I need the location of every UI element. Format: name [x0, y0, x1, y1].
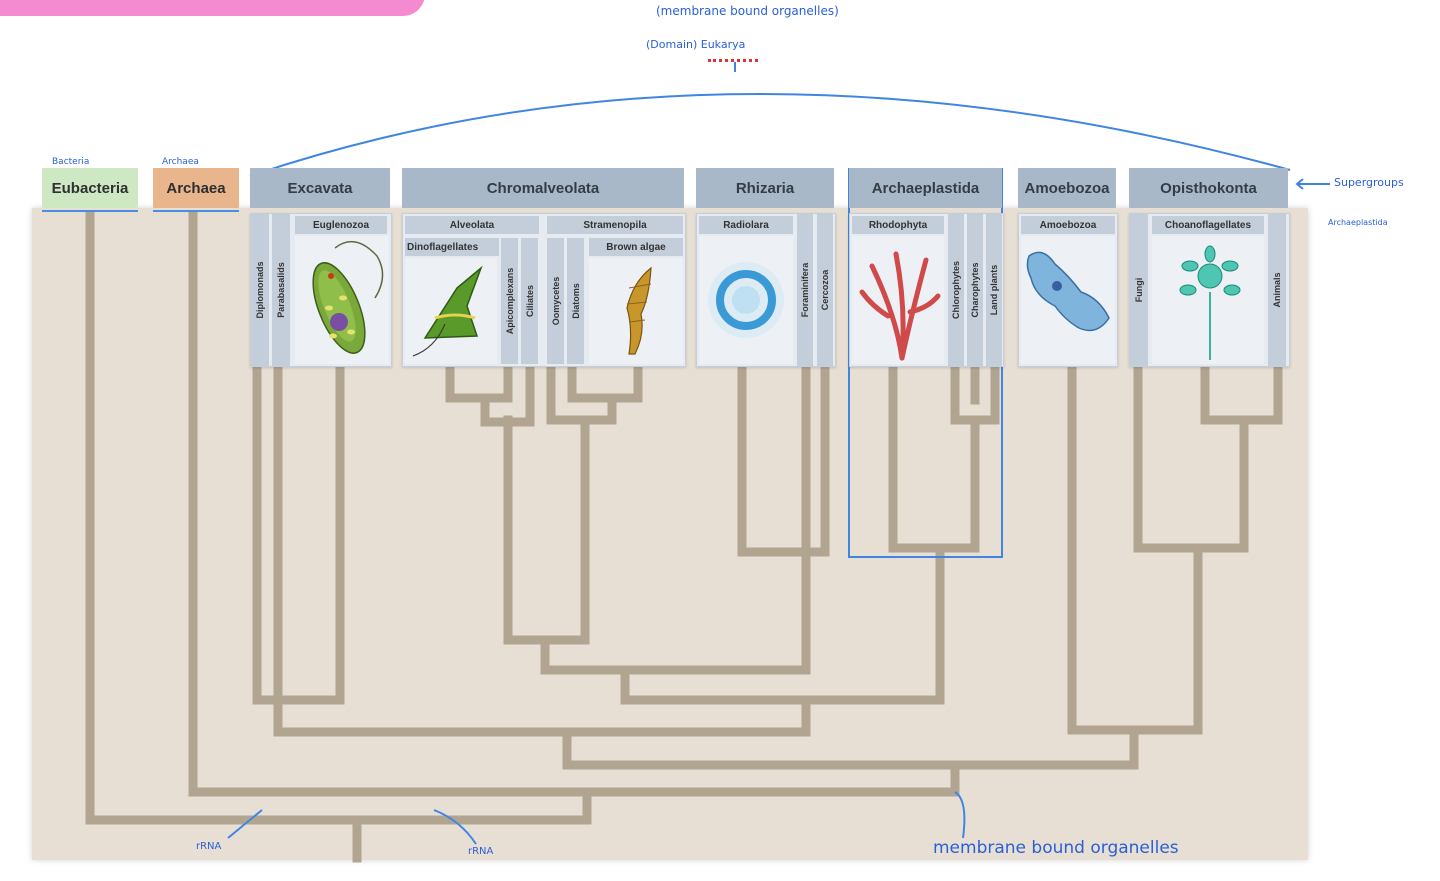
- header-archaea: Archaea: [153, 168, 239, 208]
- annotation-archaeplastida: Archaeplastida: [1328, 218, 1388, 227]
- card-archaeplastida: Rhodophyta Chlorophytes Charophytes Land…: [849, 213, 1004, 367]
- tree-branch: [85, 210, 592, 825]
- tree-branch: [567, 360, 643, 403]
- annotation-membrane-bound: membrane bound organelles: [933, 838, 1179, 858]
- label-euglenozoa: Euglenozoa: [295, 216, 387, 234]
- header-excavata: Excavata: [250, 168, 390, 208]
- tree-branch: [445, 360, 513, 403]
- tree-branch: [737, 360, 830, 557]
- tree-branch: [540, 360, 811, 675]
- label-oomycetes: Oomycetes: [547, 238, 564, 364]
- annotation-archaea: Archaea: [162, 157, 199, 167]
- label-amoebozoa-sub: Amoebozoa: [1021, 216, 1115, 234]
- rrna-left-pointer: [227, 809, 263, 839]
- label-alveolata: Alveolata: [405, 216, 539, 234]
- eukarya-underline: [708, 59, 758, 62]
- choanoflagellate-illustration: [1152, 236, 1264, 364]
- label-foraminifera: Foraminifera: [797, 214, 813, 366]
- annotation-supergroups: Supergroups: [1334, 176, 1404, 189]
- title-banner: ns of Life: [0, 0, 425, 16]
- card-excavata: Diplomonads Parabasalids Euglenozoa: [250, 213, 392, 367]
- tree-branch: [480, 360, 535, 427]
- card-chromalveolata: Alveolata Stramenopila Dinoflagellates A…: [402, 213, 686, 367]
- dinoflagellate-illustration: [405, 258, 497, 364]
- label-animals: Animals: [1268, 214, 1286, 366]
- eukarya-bracket-arc: [249, 92, 1291, 177]
- annotation-rrna-right: rRNA: [468, 846, 494, 857]
- header-chromalveolata: Chromalveolata: [402, 168, 684, 208]
- label-rhodophyta: Rhodophyta: [852, 216, 944, 234]
- label-stramenopila: Stramenopila: [547, 216, 683, 234]
- euglena-illustration: [295, 236, 389, 364]
- label-ciliates: Ciliates: [521, 238, 538, 364]
- tree-branch: [503, 415, 590, 645]
- archaea-underline: [153, 210, 239, 212]
- label-diplomonads: Diplomonads: [251, 214, 269, 366]
- tree-branch: [252, 360, 345, 705]
- tree-branch: [562, 732, 1139, 770]
- brown-algae-illustration: [589, 258, 683, 364]
- header-archaeplastida: Archaeplastida: [849, 168, 1002, 208]
- label-radiolara: Radiolara: [699, 216, 793, 234]
- header-opisthokonta: Opisthokonta: [1129, 168, 1288, 208]
- annotation-membrane-top: (membrane bound organelles): [656, 4, 839, 18]
- card-opisthokonta: Fungi Choanoflagellates Animals: [1129, 213, 1290, 367]
- tree-branch: [950, 360, 1000, 425]
- card-amoebozoa: Amoebozoa: [1018, 213, 1118, 367]
- membrane-pointer: [954, 791, 966, 839]
- tree-branch: [1067, 360, 1203, 735]
- tree-branch: [1133, 360, 1249, 553]
- label-charophytes: Charophytes: [967, 214, 983, 366]
- amoeba-illustration: [1021, 236, 1115, 364]
- label-dinoflagellates: Dinoflagellates: [405, 238, 499, 256]
- radiolarian-illustration: [699, 236, 793, 364]
- tree-branch: [188, 210, 960, 797]
- annotation-bacteria: Bacteria: [52, 157, 90, 167]
- header-eubacteria: Eubacteria: [42, 168, 138, 208]
- page-title: ns of Life: [0, 0, 261, 14]
- tree-branch: [1200, 360, 1283, 425]
- eubacteria-underline: [42, 210, 138, 212]
- label-fungi: Fungi: [1130, 214, 1148, 366]
- card-rhizaria: Radiolara Foraminifera Cercozoa: [696, 213, 836, 367]
- tree-branch: [273, 702, 811, 737]
- tree-branch: [546, 360, 617, 425]
- red-algae-illustration: [852, 236, 944, 364]
- annotation-domain-eukarya: (Domain) Eukarya: [646, 38, 746, 51]
- tree-branch: [620, 550, 945, 705]
- annotation-rrna-left: rRNA: [196, 841, 222, 852]
- label-apicomplexans: Apicomplexans: [501, 238, 518, 364]
- tree-branch: [888, 360, 980, 553]
- label-chlorophytes: Chlorophytes: [948, 214, 964, 366]
- rrna-right-pointer: [433, 809, 477, 845]
- label-brown-algae: Brown algae: [589, 238, 683, 256]
- label-cercozoa: Cercozoa: [817, 214, 833, 366]
- supergroups-arrow: [1295, 178, 1330, 190]
- header-rhizaria: Rhizaria: [696, 168, 834, 208]
- label-parabasalids: Parabasalids: [272, 214, 290, 366]
- label-choanoflagellates: Choanoflagellates: [1152, 216, 1264, 234]
- label-land-plants: Land plants: [986, 214, 1002, 366]
- header-amoebozoa: Amoebozoa: [1018, 168, 1116, 208]
- label-diatoms: Diatoms: [567, 238, 584, 364]
